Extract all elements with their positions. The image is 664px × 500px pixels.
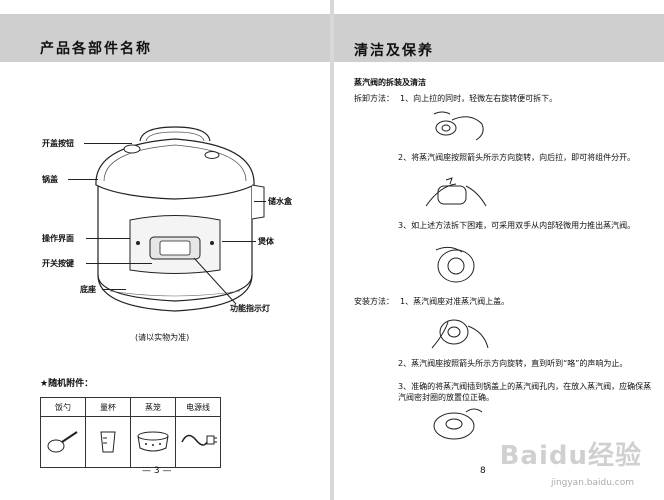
right-page-number: 8 [480, 466, 486, 476]
baidu-watermark-logo: Baidu经验 [499, 441, 642, 471]
note-actual-product: (请以实物为准) [135, 333, 190, 342]
steamer-cell [130, 416, 176, 468]
label-switch-key: 开关按键 [42, 259, 74, 268]
rice-cooker-illustration [95, 126, 265, 312]
disassembly-step-1: 1、向上拉的同时，轻微左右旋转便可拆下。 [400, 94, 558, 103]
leader-indicator [193, 257, 237, 305]
assembly-label: 安装方法： [354, 297, 394, 306]
section-title: 蒸汽阀的拆装及清洁 [354, 78, 426, 87]
label-indicator: 功能指示灯 [230, 304, 270, 313]
left-page: 产品各部件名称 开盖按钮 锅盖 储水盒 操作界面 煲体 开关按键 [0, 0, 330, 500]
label-lid: 锅盖 [42, 175, 58, 184]
valve-rotate-illustration [425, 177, 487, 207]
valve-align-illustration [431, 319, 489, 349]
label-control-panel: 操作界面 [42, 234, 74, 243]
valve-pull-illustration [433, 111, 484, 141]
page-gutter [330, 0, 334, 500]
leader-control-panel [86, 238, 130, 239]
valve-push-illustration [435, 246, 475, 283]
accessory-power-cord-label: 电源线 [175, 397, 221, 417]
accessory-rice-spoon-label: 饭勺 [40, 397, 86, 417]
left-page-title: 产品各部件名称 [40, 41, 152, 57]
leader-water-box [254, 201, 266, 202]
power-cord-cell [175, 416, 221, 468]
assembly-step-2: 2、蒸汽阀座按照箭头所示方向旋转，直到听到“咯”的声响为止。 [398, 359, 628, 368]
accessories-title: ★随机附件： [40, 379, 94, 389]
leader-switch-key [86, 263, 152, 264]
left-header-band [0, 14, 330, 62]
leader-base [102, 289, 126, 290]
accessories-table: 饭勺 量杯 蒸笼 电源线 [40, 397, 221, 468]
right-page: 清洁及保养 蒸汽阀的拆装及清洁 拆卸方法： 1、向上拉的同时，轻微左右旋转便可拆… [334, 0, 664, 500]
right-header-band [334, 14, 664, 62]
accessory-steamer-label: 蒸笼 [130, 397, 176, 417]
disassembly-label: 拆卸方法： [354, 94, 394, 103]
steamer-icon [137, 431, 169, 452]
assembly-step-3: 3、准确的将蒸汽阀插到锅盖上的蒸汽阀孔内，在放入蒸汽阀，应确保蒸汽阀密封圈的放置… [398, 382, 652, 402]
rice-spoon-icon [47, 431, 78, 453]
label-base: 底座 [80, 285, 96, 294]
accessory-measuring-cup-label: 量杯 [85, 397, 131, 417]
label-body: 煲体 [258, 237, 274, 246]
leader-body [222, 241, 256, 242]
measuring-cup-icon [100, 431, 116, 453]
disassembly-step-2: 2、将蒸汽阀座按照箭头所示方向旋转，向后拉，即可将组件分开。 [398, 153, 636, 162]
right-page-title: 清洁及保养 [354, 43, 434, 59]
disassembly-step-3: 3、如上述方法拆下困难，可采用双手从内部轻微用力推出蒸汽阀。 [398, 221, 636, 230]
rice-spoon-cell [40, 416, 86, 468]
leader-lid-button [84, 143, 132, 144]
measuring-cup-cell [85, 416, 131, 468]
power-cord-icon [181, 434, 217, 446]
leader-lid [68, 179, 98, 180]
label-water-box: 储水盒 [268, 197, 292, 206]
baidu-watermark-url: jingyan.baidu.com [550, 478, 634, 488]
label-lid-button: 开盖按钮 [42, 139, 74, 148]
valve-insert-illustration [433, 408, 483, 440]
left-page-number: — 3 — [142, 466, 172, 476]
assembly-step-1: 1、蒸汽阀座对准蒸汽阀上盖。 [400, 297, 510, 306]
